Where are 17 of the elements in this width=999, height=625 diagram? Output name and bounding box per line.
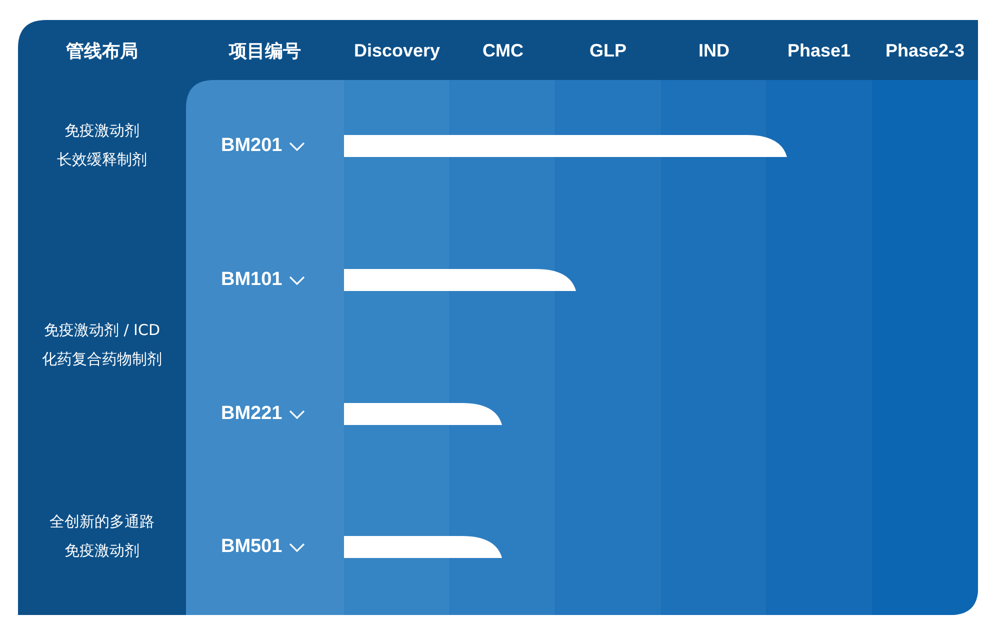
column-header: IND (698, 40, 730, 62)
column-header: 项目编号 (229, 40, 301, 63)
column-header: GLP (590, 40, 626, 62)
category-label: 免疫激动剂 / ICD 化药复合药物制剂 (41, 320, 163, 370)
category-label: 免疫激动剂 (64, 542, 140, 560)
category-label: 长效缓释制剂 (57, 150, 147, 170)
column-header: CMC (482, 40, 524, 62)
column-header: Discovery (354, 40, 440, 62)
project-name: BM501 (221, 536, 282, 558)
project-name: BM201 (221, 135, 282, 157)
column-header: Phase2-3 (885, 40, 965, 62)
column-header: Phase1 (787, 40, 851, 62)
project-name: BM101 (221, 269, 282, 291)
category-label: 免疫激动剂 (64, 122, 140, 140)
project-name: BM221 (221, 403, 282, 425)
category-label: 全创新的多通路 (50, 512, 154, 532)
column-header: 管线布局 (66, 40, 138, 63)
